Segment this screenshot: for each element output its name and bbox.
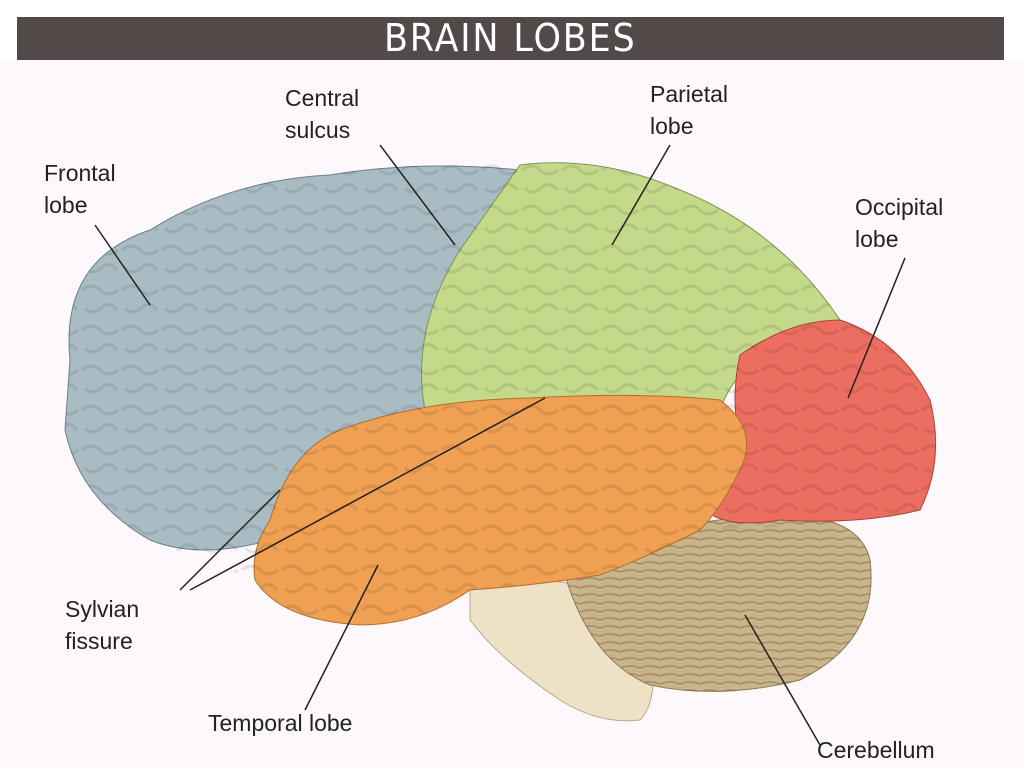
- label-line: lobe: [650, 113, 694, 139]
- label-sylvian-fissure: Sylvian fissure: [65, 593, 139, 657]
- label-line: fissure: [65, 628, 133, 654]
- label-line: lobe: [855, 226, 899, 252]
- label-line: Central: [285, 85, 360, 111]
- label-line: Frontal: [44, 160, 116, 186]
- label-cerebellum: Cerebellum: [817, 737, 935, 763]
- label-parietal-lobe: Parietal lobe: [650, 78, 728, 142]
- label-line: lobe: [44, 192, 88, 218]
- label-line: sulcus: [285, 117, 351, 143]
- slide-title: BRAIN LOBES: [384, 16, 637, 60]
- label-line: Occipital: [855, 194, 944, 220]
- label-central-sulcus: Central sulcus: [285, 82, 359, 146]
- title-bar: BRAIN LOBES: [17, 17, 1004, 60]
- label-occipital-lobe: Occipital lobe: [855, 191, 943, 255]
- leader-lines: [94, 144, 906, 746]
- label-frontal-lobe: Frontal lobe: [44, 157, 116, 221]
- label-temporal-lobe: Temporal lobe: [208, 710, 353, 736]
- label-line: Sylvian: [65, 596, 140, 622]
- label-line: Parietal: [650, 81, 728, 107]
